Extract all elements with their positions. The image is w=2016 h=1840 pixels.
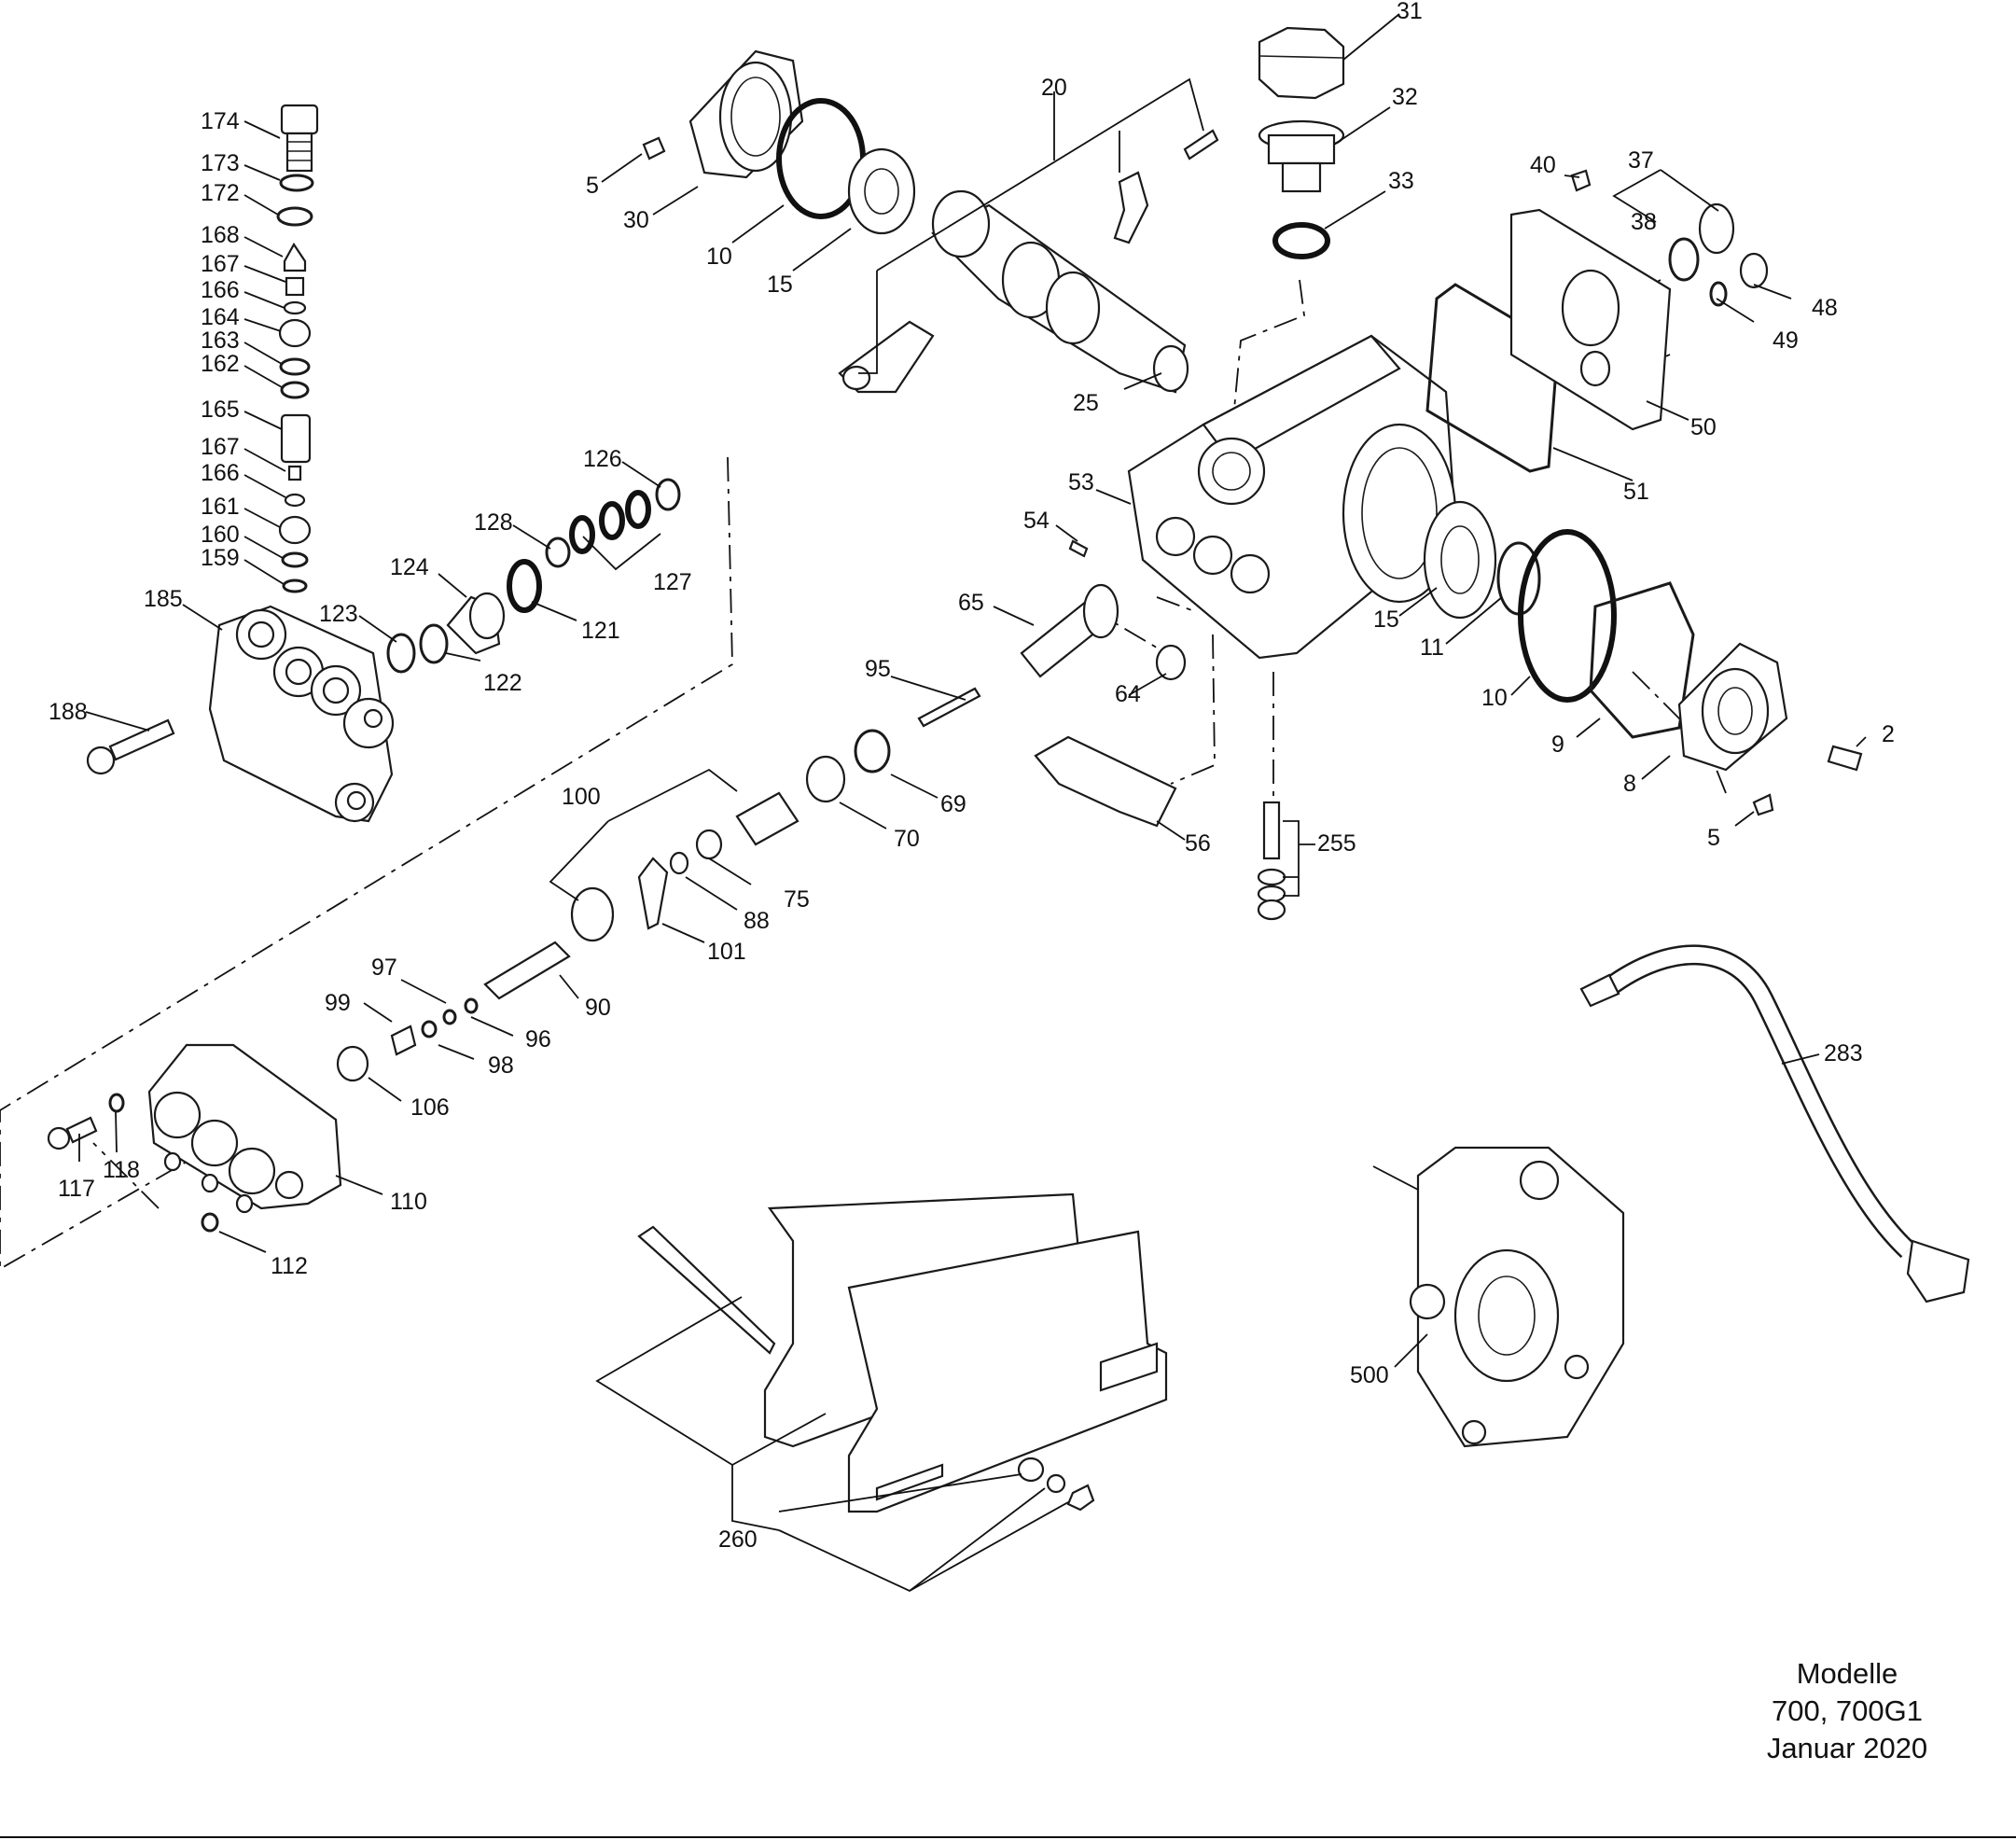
label-99: 99 xyxy=(325,990,351,1016)
head-110 xyxy=(47,1043,342,1233)
label-127: 127 xyxy=(653,569,692,595)
label-126: 126 xyxy=(583,446,622,472)
rear-cover-50-51 xyxy=(1425,169,1769,473)
part-labels: 174 173 172 168 167 166 164 163 162 165 … xyxy=(49,0,1895,1553)
label-2: 2 xyxy=(1882,721,1895,747)
label-159: 159 xyxy=(201,545,240,571)
label-172: 172 xyxy=(201,180,240,206)
label-165: 165 xyxy=(201,397,240,423)
label-53: 53 xyxy=(1068,469,1094,495)
label-32: 32 xyxy=(1392,84,1418,110)
label-118: 118 xyxy=(103,1157,140,1183)
hose-283 xyxy=(1579,944,1970,1303)
crankcase-cover-30 xyxy=(642,49,916,235)
label-64: 64 xyxy=(1115,681,1141,707)
label-124: 124 xyxy=(390,554,429,580)
label-95: 95 xyxy=(865,656,891,682)
label-260: 260 xyxy=(718,1526,758,1553)
label-166b: 166 xyxy=(201,460,240,486)
label-160: 160 xyxy=(201,522,240,548)
label-173: 173 xyxy=(201,150,240,176)
label-31: 31 xyxy=(1397,0,1423,24)
label-185: 185 xyxy=(144,586,183,612)
label-163: 163 xyxy=(201,328,240,354)
tray-56-stud-255 xyxy=(1034,735,1286,921)
label-65: 65 xyxy=(958,590,984,616)
label-40: 40 xyxy=(1530,152,1556,178)
label-97: 97 xyxy=(371,955,397,981)
label-33: 33 xyxy=(1388,168,1414,194)
bottom-rule xyxy=(0,1836,2016,1838)
label-112: 112 xyxy=(271,1253,308,1279)
label-50: 50 xyxy=(1690,414,1717,440)
label-101: 101 xyxy=(707,939,746,965)
label-100: 100 xyxy=(562,784,601,810)
label-37: 37 xyxy=(1628,147,1654,174)
label-110: 110 xyxy=(390,1189,427,1215)
label-5b: 5 xyxy=(1707,825,1720,851)
label-5a: 5 xyxy=(586,173,599,199)
crankshaft-25 xyxy=(838,129,1219,394)
bearing-cover-8-9-10-11-15 xyxy=(1423,500,1863,816)
label-161: 161 xyxy=(201,494,240,520)
label-9: 9 xyxy=(1551,732,1564,758)
label-11: 11 xyxy=(1420,634,1444,661)
base-frame-260 xyxy=(637,1192,1168,1513)
label-48: 48 xyxy=(1812,295,1838,321)
label-167a: 167 xyxy=(201,251,240,277)
valve-stack-parts xyxy=(276,104,319,593)
label-121: 121 xyxy=(581,618,620,644)
caption-line-3: Januar 2020 xyxy=(1766,1732,1928,1764)
label-10a: 10 xyxy=(706,244,732,270)
label-38: 38 xyxy=(1631,209,1657,235)
model-caption: Modelle 700, 700G1 Januar 2020 xyxy=(1651,1655,2016,1767)
label-8: 8 xyxy=(1623,771,1636,797)
label-51: 51 xyxy=(1623,479,1649,505)
label-255: 255 xyxy=(1317,830,1356,857)
label-15a: 15 xyxy=(767,272,793,298)
label-164: 164 xyxy=(201,304,240,330)
label-117: 117 xyxy=(58,1176,95,1202)
label-96: 96 xyxy=(525,1026,551,1052)
label-162: 162 xyxy=(201,351,240,377)
label-106: 106 xyxy=(410,1094,450,1121)
label-70: 70 xyxy=(894,826,920,852)
bolt-188 xyxy=(86,718,175,775)
label-56: 56 xyxy=(1185,830,1211,857)
label-15b: 15 xyxy=(1373,606,1399,633)
leader-lines xyxy=(78,13,1867,1593)
label-166a: 166 xyxy=(201,277,240,303)
label-122: 122 xyxy=(483,670,522,696)
label-174: 174 xyxy=(201,108,240,134)
label-123: 123 xyxy=(319,601,358,627)
oil-cap-31-32-33 xyxy=(1258,26,1345,259)
label-75: 75 xyxy=(784,886,810,913)
plunger-parts xyxy=(336,583,1187,1082)
label-25: 25 xyxy=(1073,390,1099,416)
label-283: 283 xyxy=(1824,1040,1863,1066)
caption-line-1: Modelle xyxy=(1796,1657,1898,1690)
caption-line-2: 700, 700G1 xyxy=(1771,1694,1924,1727)
label-128: 128 xyxy=(474,509,513,536)
label-30: 30 xyxy=(623,207,649,233)
label-188: 188 xyxy=(49,699,88,725)
label-90: 90 xyxy=(585,995,611,1021)
label-168: 168 xyxy=(201,222,240,248)
label-69: 69 xyxy=(940,791,966,817)
gearbox-500 xyxy=(1409,1146,1625,1448)
seal-parts-121-128 xyxy=(507,478,681,613)
label-98: 98 xyxy=(488,1052,514,1079)
manifold-185 xyxy=(208,592,506,823)
label-500: 500 xyxy=(1350,1362,1389,1388)
label-20: 20 xyxy=(1041,75,1067,101)
label-10b: 10 xyxy=(1481,685,1508,711)
label-54: 54 xyxy=(1023,508,1050,534)
label-88: 88 xyxy=(744,908,770,934)
label-167b: 167 xyxy=(201,434,240,460)
label-49: 49 xyxy=(1773,328,1799,354)
